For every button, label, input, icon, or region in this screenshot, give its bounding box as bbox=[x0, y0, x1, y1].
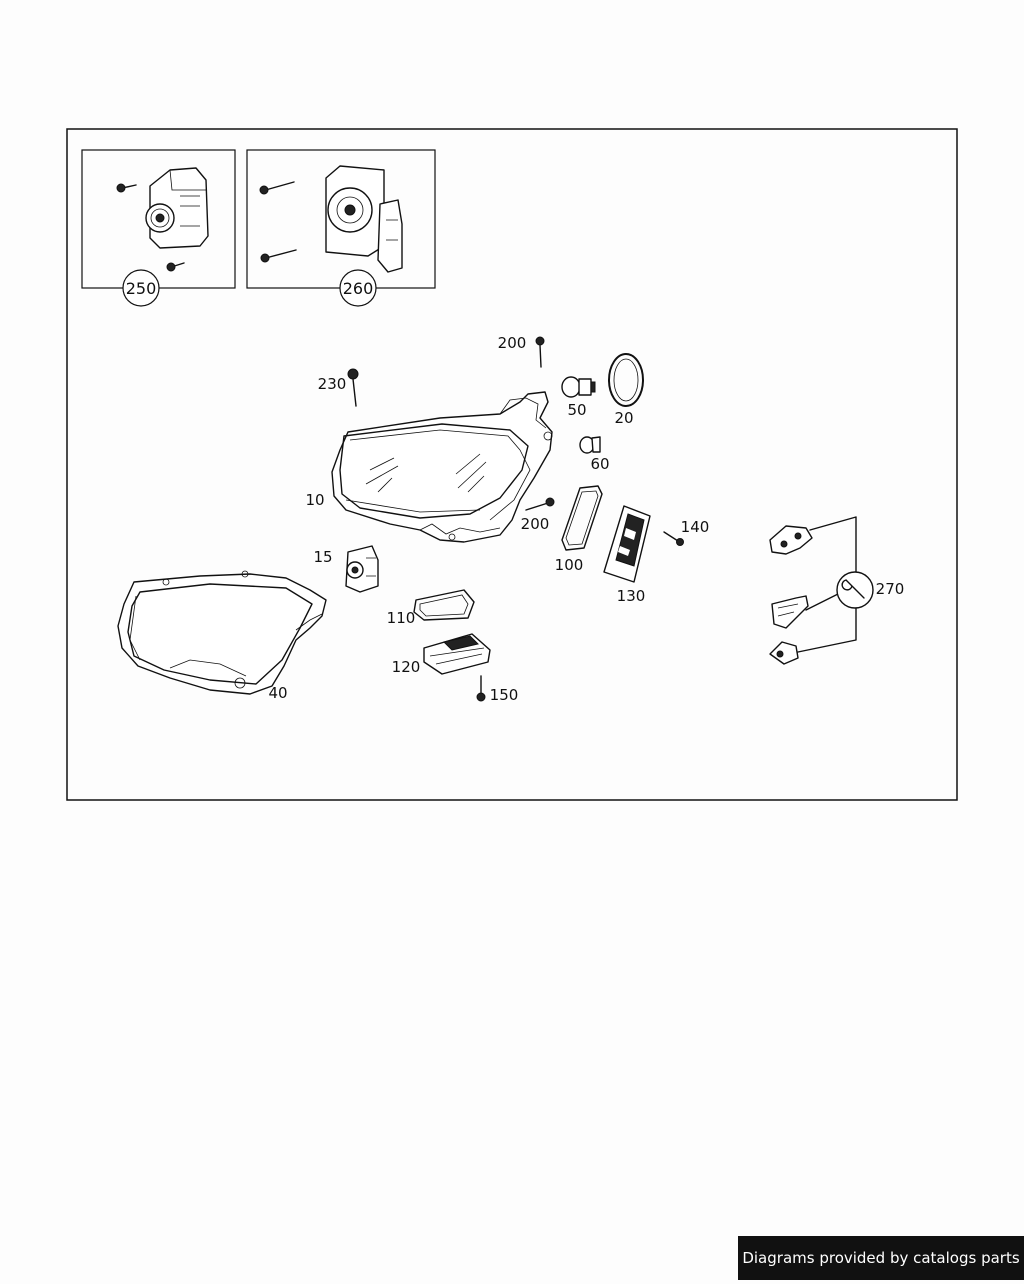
inset-label-260: 260 bbox=[343, 279, 374, 298]
screw-200-top bbox=[535, 336, 545, 368]
screw-part bbox=[116, 183, 137, 193]
callout-100: 100 bbox=[555, 556, 584, 574]
control-module-130 bbox=[603, 505, 651, 583]
screw-part bbox=[166, 262, 185, 272]
fan-unit-part bbox=[325, 165, 403, 273]
connector-part-bottom bbox=[769, 641, 799, 665]
callout-270: 270 bbox=[876, 580, 905, 598]
inset-260: 260 bbox=[246, 149, 436, 307]
screw-200-mid bbox=[525, 497, 555, 511]
diagram-frame bbox=[66, 128, 958, 801]
leveling-motor-part bbox=[145, 167, 209, 249]
screw-230 bbox=[347, 368, 359, 407]
callout-120: 120 bbox=[392, 658, 421, 676]
callout-230: 230 bbox=[318, 375, 347, 393]
connector-part-top bbox=[769, 525, 813, 555]
callout-110: 110 bbox=[387, 609, 416, 627]
callout-40: 40 bbox=[268, 684, 287, 702]
bulb-60 bbox=[579, 436, 601, 454]
inset-label-250: 250 bbox=[126, 279, 157, 298]
callout-60: 60 bbox=[590, 455, 609, 473]
callout-20: 20 bbox=[614, 409, 633, 427]
ballast-120 bbox=[423, 633, 491, 675]
headlamp-assembly-10 bbox=[331, 391, 553, 543]
wrench-icon bbox=[841, 579, 865, 599]
callout-200-top: 200 bbox=[498, 334, 527, 352]
housing-40 bbox=[117, 570, 327, 695]
callout-140: 140 bbox=[681, 518, 710, 536]
callout-150: 150 bbox=[490, 686, 519, 704]
inset-250: 250 bbox=[81, 149, 236, 307]
footer-credit: Diagrams provided by catalogs parts bbox=[738, 1236, 1024, 1280]
bulb-50 bbox=[561, 376, 596, 398]
gasket-110 bbox=[413, 589, 475, 621]
seal-ring-20 bbox=[608, 353, 644, 407]
gasket-100 bbox=[561, 485, 603, 551]
screw-140 bbox=[663, 531, 684, 546]
callout-200-mid: 200 bbox=[521, 515, 550, 533]
connector-part-middle bbox=[771, 595, 809, 629]
callout-130: 130 bbox=[617, 587, 646, 605]
callout-10: 10 bbox=[305, 491, 324, 509]
leveling-motor-15 bbox=[345, 545, 379, 593]
connector-group-270 bbox=[797, 516, 874, 653]
callout-15: 15 bbox=[313, 548, 332, 566]
screw-part bbox=[259, 181, 295, 195]
screw-part bbox=[260, 249, 297, 263]
screw-150 bbox=[476, 675, 486, 702]
callout-50: 50 bbox=[567, 401, 586, 419]
